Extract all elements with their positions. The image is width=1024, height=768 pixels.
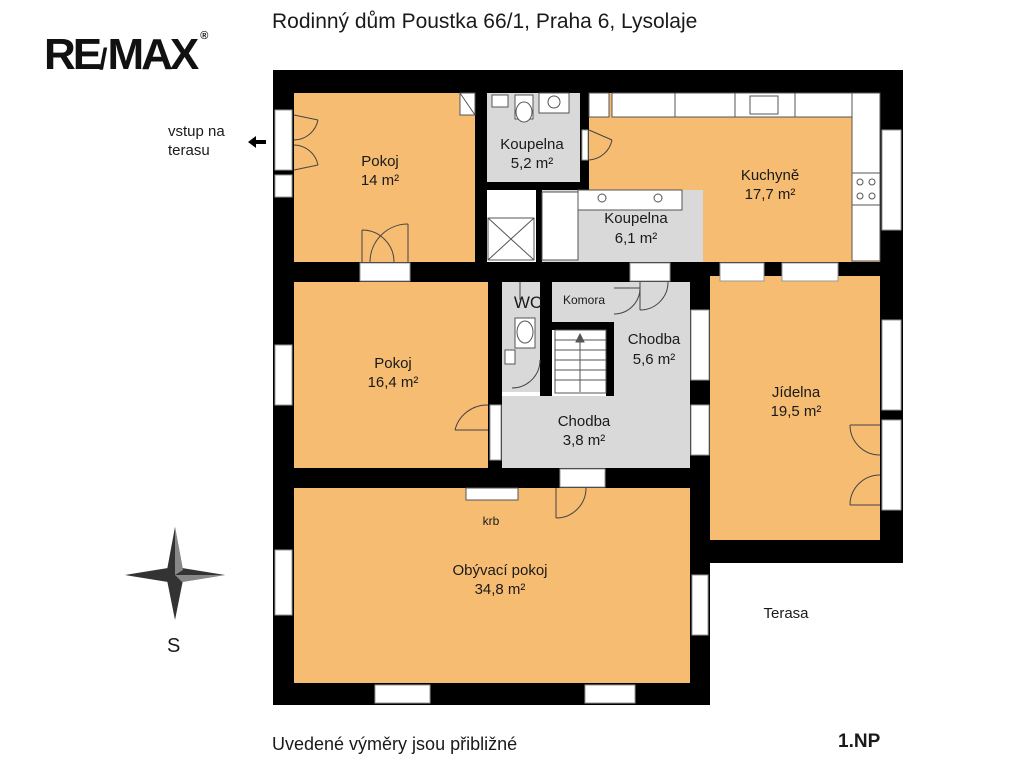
windows <box>274 109 902 704</box>
bidet <box>491 94 509 108</box>
door-swings <box>293 114 881 519</box>
fireplace <box>465 487 519 501</box>
entry-label-2: terasu <box>168 142 210 159</box>
chodba2-area: 3,8 m² <box>563 432 606 449</box>
koupelna2-name: Koupelna <box>604 210 668 227</box>
jidelna-name: Jídelna <box>772 384 821 401</box>
chodba1-name: Chodba <box>628 331 681 348</box>
room-chodba-56 <box>614 282 690 396</box>
floor-label: 1.NP <box>838 731 881 752</box>
plan-title: Rodinný dům Poustka 66/1, Praha 6, Lysol… <box>272 10 698 33</box>
room-fills <box>294 93 880 683</box>
compass <box>125 527 225 620</box>
pokoj1-name: Pokoj <box>361 153 399 170</box>
room-pokoj-14 <box>294 93 475 262</box>
compass-label: S <box>167 635 180 657</box>
koupelna2-area: 6,1 m² <box>615 230 658 247</box>
fixtures <box>459 92 881 501</box>
disclaimer-note: Uvedené výměry jsou přibližné <box>272 734 518 754</box>
sink-double <box>577 189 683 211</box>
chodba2-name: Chodba <box>558 413 611 430</box>
entry-label-1: vstup na <box>168 123 225 140</box>
koupelna1-area: 5,2 m² <box>511 155 554 172</box>
pokoj2-name: Pokoj <box>374 355 412 372</box>
bathtub <box>541 191 579 261</box>
kuchyne-area: 17,7 m² <box>745 186 796 203</box>
entry-arrow-icon <box>248 136 266 148</box>
koupelna1-name: Koupelna <box>500 136 564 153</box>
jidelna-area: 19,5 m² <box>771 403 822 420</box>
obyvaci-area: 34,8 m² <box>475 581 526 598</box>
pokoj2-area: 16,4 m² <box>368 374 419 391</box>
room-komora <box>552 282 614 322</box>
kitchen-counter <box>611 92 853 118</box>
terasa-label: Terasa <box>763 605 809 622</box>
room-chodba-38 <box>502 396 690 468</box>
obyvaci-name: Obývací pokoj <box>452 562 547 579</box>
stairs <box>555 332 606 392</box>
komora-name: Komora <box>563 293 605 307</box>
room-obyvaci <box>294 488 690 683</box>
remax-logo: RE/MAX® <box>44 30 209 79</box>
krb-label: krb <box>483 514 500 528</box>
kuchyne-name: Kuchyně <box>741 167 799 184</box>
room-pokoj-164 <box>294 282 488 468</box>
wc-name: WC <box>514 293 542 312</box>
pokoj1-area: 14 m² <box>361 172 399 189</box>
chodba1-area: 5,6 m² <box>633 351 676 368</box>
kitchen-sink <box>749 95 779 115</box>
